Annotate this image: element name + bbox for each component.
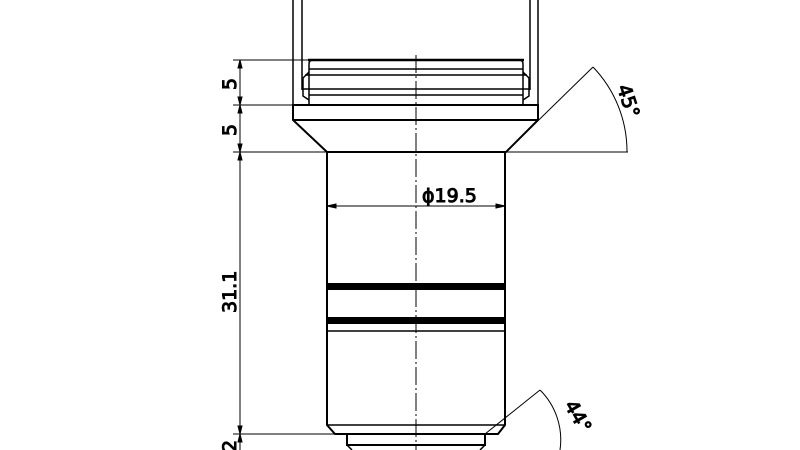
dim-bottom-angle: 44° (560, 397, 596, 437)
dim-flange-angle: 45° (612, 82, 643, 121)
dim-top-thread-height: 5 (219, 78, 241, 90)
dimension-lines (233, 59, 628, 450)
dim-flange-height: 5 (219, 124, 241, 136)
dim-body-diameter: ϕ19.5 (422, 185, 477, 207)
dim-bottom-step: 2 (219, 440, 241, 450)
dim-body-length: 31.1 (219, 271, 241, 313)
